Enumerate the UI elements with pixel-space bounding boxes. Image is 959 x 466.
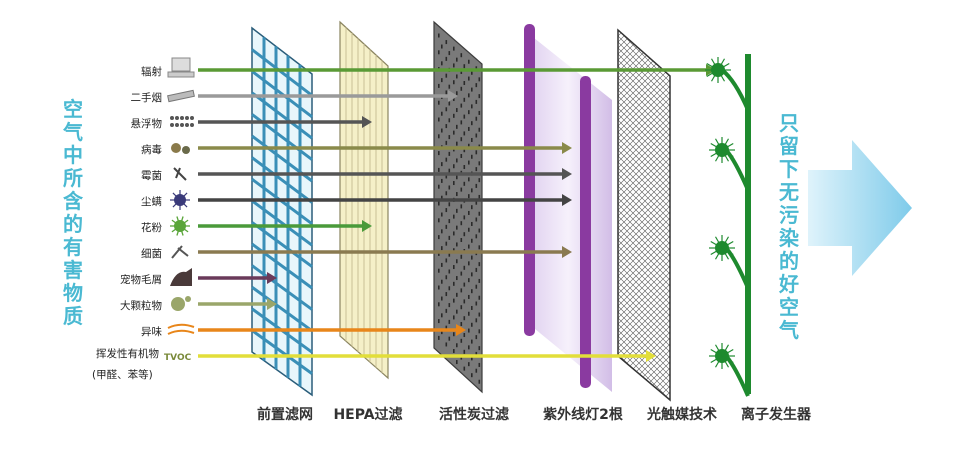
stage-label: HEPA过滤 bbox=[333, 407, 403, 423]
computer-icon bbox=[167, 57, 195, 78]
particle-icon bbox=[170, 116, 194, 127]
pollutant-label: 二手烟 bbox=[130, 92, 163, 104]
pre-filter-panel bbox=[251, 26, 313, 397]
stage-label: 离子发生器 bbox=[741, 407, 811, 423]
large-particle-icon bbox=[171, 296, 191, 311]
flow-arrow bbox=[198, 168, 572, 180]
flow-arrow bbox=[198, 350, 656, 362]
pet-icon bbox=[170, 268, 192, 286]
pollutant-label: 霉菌 bbox=[141, 170, 162, 182]
bacteria-icon bbox=[171, 245, 189, 259]
ion-burst-icon bbox=[705, 57, 731, 83]
pollutant-label: 尘螨 bbox=[141, 196, 162, 208]
stage-label: 前置滤网 bbox=[257, 407, 313, 423]
ion-branch bbox=[720, 68, 750, 111]
odor-icon bbox=[167, 323, 195, 335]
ion-burst-icon bbox=[709, 343, 735, 369]
pollutant-label: 异味 bbox=[141, 326, 162, 338]
pollutant-label: 大颗粒物 bbox=[120, 300, 162, 312]
uv-lamp-1 bbox=[524, 24, 535, 336]
ion-branch bbox=[724, 354, 750, 397]
flow-arrow bbox=[198, 246, 572, 258]
left-title: 空气中所含的有害物质 bbox=[63, 97, 83, 328]
pollutant-icons: TVOC bbox=[164, 57, 195, 363]
mold-icon bbox=[173, 167, 187, 181]
virus-icon bbox=[171, 143, 190, 154]
pollen-icon bbox=[170, 216, 190, 236]
pollutant-label: 花粉 bbox=[141, 222, 162, 234]
dust-mite-icon bbox=[170, 190, 190, 210]
ion-trunk bbox=[745, 54, 751, 394]
ion-burst-icon bbox=[709, 137, 735, 163]
pollutant-label: 悬浮物 bbox=[130, 118, 163, 130]
flow-arrow bbox=[198, 116, 372, 128]
pollutant-label: 宠物毛屑 bbox=[120, 274, 162, 286]
pollutant-label: 辐射 bbox=[141, 66, 162, 78]
cigarette-icon bbox=[167, 89, 195, 103]
photocatalyst-panel bbox=[617, 28, 671, 402]
flow-arrow bbox=[198, 272, 277, 284]
pollutant-label: 病毒 bbox=[141, 144, 162, 156]
clean-air-arrow bbox=[808, 140, 912, 276]
ion-branch bbox=[724, 148, 750, 191]
pollutant-label: 挥发性有机物 bbox=[96, 348, 159, 360]
stage-label: 活性炭过滤 bbox=[439, 407, 509, 423]
stage-label: 紫外线灯2根 bbox=[543, 407, 623, 423]
carbon-filter-panel bbox=[433, 20, 483, 394]
ion-generator bbox=[705, 54, 751, 397]
airflow-arrows bbox=[198, 64, 716, 362]
pollutant-note: (甲醛、苯等) bbox=[92, 369, 153, 381]
right-title: 只留下无污染的好空气 bbox=[779, 111, 799, 342]
tvoc-icon: TVOC bbox=[164, 353, 192, 363]
uv-lamp-2 bbox=[580, 76, 591, 388]
ion-burst-icon bbox=[709, 235, 735, 261]
flow-arrow bbox=[198, 194, 572, 206]
stage-label: 光触媒技术 bbox=[647, 407, 717, 423]
pollutant-label: 细菌 bbox=[141, 248, 162, 260]
ion-branch bbox=[724, 246, 750, 289]
flow-arrow bbox=[198, 298, 277, 310]
flow-arrow bbox=[198, 142, 572, 154]
flow-arrow bbox=[198, 220, 372, 232]
flow-arrow bbox=[198, 324, 466, 336]
uv-lamp-panel bbox=[524, 24, 612, 392]
flow-arrow bbox=[198, 90, 458, 102]
